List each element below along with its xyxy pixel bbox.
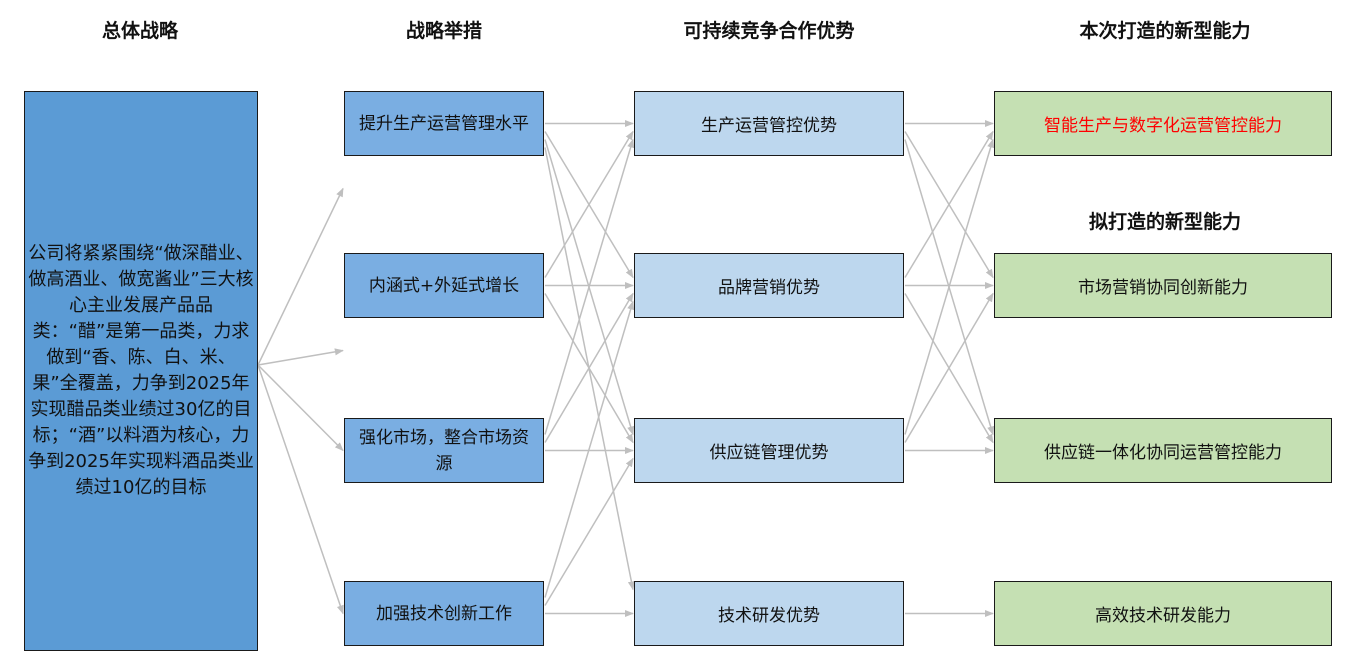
measure-box-production: 提升生产运营管理水平 xyxy=(344,91,544,156)
header-capability-current: 本次打造的新型能力 xyxy=(1079,20,1251,42)
capability-label: 供应链一体化协同运营管控能力 xyxy=(1044,443,1282,463)
advantage-label: 技术研发优势 xyxy=(718,606,820,626)
measure-to-advantage-arrow xyxy=(544,130,634,278)
measure-to-advantage-arrow xyxy=(544,300,635,598)
advantage-label: 供应链管理优势 xyxy=(709,443,829,463)
advantage-label: 生产运营管控优势 xyxy=(701,116,837,136)
strategy-text: 公司将紧紧围绕“做深醋业、做高酒业、做宽酱业”三大核心主业发展产品品类：“醋”是… xyxy=(28,243,254,498)
measure-to-advantage-arrow xyxy=(544,457,634,606)
measure-box-growth: 内涵式+外延式增长 xyxy=(344,253,544,318)
advantage-box-brand: 品牌营销优势 xyxy=(634,253,904,318)
strategy-to-measure-arrow xyxy=(257,364,344,452)
header-advantages: 可持续竞争合作优势 xyxy=(683,20,855,42)
advantage-to-capability-arrow xyxy=(904,130,994,278)
advantage-label: 品牌营销优势 xyxy=(718,278,820,298)
advantage-box-supply-chain: 供应链管理优势 xyxy=(634,418,904,483)
header-capability-planned: 拟打造的新型能力 xyxy=(1088,211,1241,233)
capability-label: 高效技术研发能力 xyxy=(1095,606,1231,626)
strategy-to-measure-arrow xyxy=(257,364,344,615)
measure-label: 加强技术创新工作 xyxy=(376,603,512,624)
measure-label: 强化市场，整合市场资源 xyxy=(359,427,529,474)
strategy-to-measure-arrow xyxy=(257,187,344,366)
advantage-box-production: 生产运营管控优势 xyxy=(634,91,904,156)
measure-to-advantage-arrow xyxy=(544,292,634,443)
strategy-to-measure-arrow xyxy=(257,348,344,366)
advantage-to-capability-arrow xyxy=(904,138,995,435)
advantage-box-rnd: 技术研发优势 xyxy=(634,581,904,646)
header-measures: 战略举措 xyxy=(405,20,482,42)
measure-box-innovation: 加强技术创新工作 xyxy=(344,581,544,646)
measure-to-advantage-arrow xyxy=(544,138,635,435)
header-strategy: 总体战略 xyxy=(101,20,178,42)
strategy-box: 公司将紧紧围绕“做深醋业、做高酒业、做宽酱业”三大核心主业发展产品品类：“醋”是… xyxy=(24,91,258,651)
capability-box-smart-production: 智能生产与数字化运营管控能力 xyxy=(994,91,1332,156)
measure-label: 内涵式+外延式增长 xyxy=(368,275,520,296)
capability-box-supply-chain: 供应链一体化协同运营管控能力 xyxy=(994,418,1332,483)
capability-label-highlight: 智能生产与数字化运营管控能力 xyxy=(1044,116,1282,136)
measure-box-market: 强化市场，整合市场资源 xyxy=(344,418,544,483)
capability-box-marketing: 市场营销协同创新能力 xyxy=(994,253,1332,318)
capability-box-rnd: 高效技术研发能力 xyxy=(994,581,1332,646)
capability-label: 市场营销协同创新能力 xyxy=(1078,278,1248,298)
advantage-to-capability-arrow xyxy=(904,292,994,443)
measure-label: 提升生产运营管理水平 xyxy=(359,113,529,134)
